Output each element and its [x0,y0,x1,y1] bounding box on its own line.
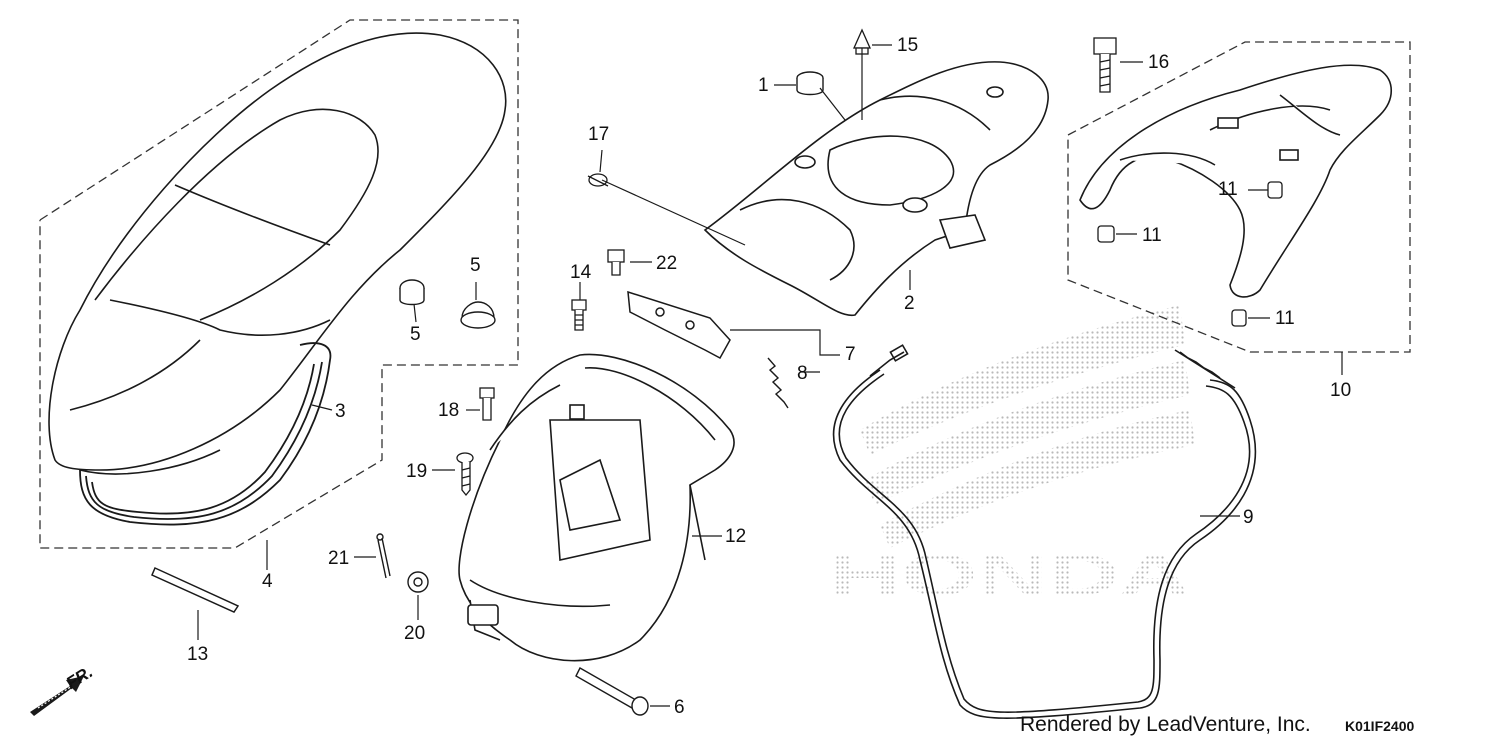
pin-6 [575,667,649,716]
callout-22: 22 [656,253,678,274]
callout-3: 3 [335,401,346,422]
leader-lines [197,44,1343,707]
bolt-22 [607,249,625,276]
callout-5-left: 5 [410,324,421,345]
callout-17: 17 [588,124,610,145]
front-direction-arrow [30,676,84,716]
callout-10: 10 [1330,380,1352,401]
callout-6: 6 [674,697,685,718]
seat-seal [79,342,332,526]
bolt-18 [479,387,495,421]
callout-14: 14 [570,262,592,283]
callout-9: 9 [1243,507,1254,528]
bolt-16 [1093,37,1117,93]
callout-5-right: 5 [470,255,481,276]
seat-group-outline [39,19,519,549]
callout-11-bottom: 11 [1275,308,1295,329]
rear-center-cover [703,61,1049,317]
spring-8 [767,357,789,409]
seat-cap-right [460,301,496,329]
callout-16: 16 [1148,52,1170,73]
grommet-1 [796,71,824,96]
callout-8: 8 [797,363,808,384]
bolt-14 [571,299,587,331]
callout-4: 4 [262,571,273,592]
callout-20: 20 [404,623,426,644]
collar-11b [1097,225,1115,243]
seat-cap-left [399,279,425,306]
honda-watermark-text: HONDA [830,543,1190,608]
cotter-pin [376,533,391,579]
callout-1: 1 [758,75,769,96]
screw-19 [456,452,474,497]
callout-18: 18 [438,400,460,421]
callout-12: 12 [725,526,747,547]
seat-cable [832,344,1257,719]
callout-21: 21 [328,548,350,569]
collar-11a [1267,181,1283,199]
callout-13: 13 [187,644,209,665]
seat [48,32,507,475]
callout-19: 19 [406,461,428,482]
rear-grip [1079,64,1393,298]
diagram-code: K01IF2400 [1345,718,1415,734]
honda-wing-watermark [860,305,1195,548]
clip-17 [587,173,609,187]
callout-11-top: 11 [1218,179,1238,200]
rear-grip-group-outline [1067,41,1411,353]
washer-20 [407,571,429,593]
callout-7: 7 [845,344,856,365]
luggage-box [458,353,735,662]
collar-11c [1231,309,1247,327]
seat-rod [151,566,240,613]
footer-credit: Rendered by LeadVenture, Inc. [1020,713,1311,736]
callout-11-middle: 11 [1142,225,1162,246]
callout-2: 2 [904,293,915,314]
callout-15: 15 [897,35,919,56]
seat-latch [627,290,731,360]
